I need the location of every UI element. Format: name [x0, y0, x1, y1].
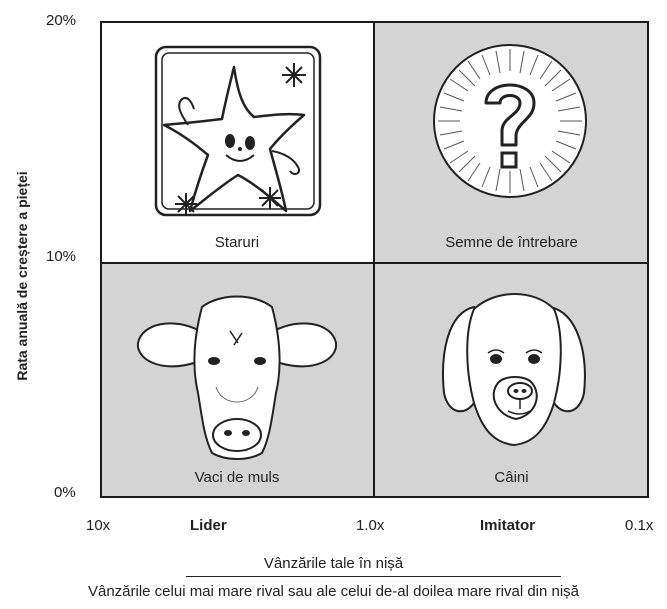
cow-icon — [136, 295, 338, 460]
quadrant-label-question-marks: Semne de întrebare — [445, 234, 578, 251]
question-mark-icon — [433, 44, 587, 198]
quadrant-label-cash-cows: Vaci de muls — [194, 469, 280, 486]
quadrant-label-dogs: Câini — [494, 469, 529, 486]
x-tick-01x: 0.1x — [625, 517, 654, 534]
quadrant-question-marks: Semne de întrebare — [374, 21, 649, 263]
quadrant-stars: Staruri — [100, 21, 374, 263]
y-tick-0: 0% — [54, 484, 76, 501]
x-axis-denominator: Vânzările celui mai mare rival sau ale c… — [87, 583, 580, 600]
y-tick-20: 20% — [46, 12, 77, 29]
x-zone-imitator: Imitator — [480, 517, 536, 534]
vertical-divider — [373, 21, 375, 498]
bcg-matrix: Staruri — [100, 21, 649, 498]
quadrant-dogs: Câini — [374, 263, 649, 498]
x-tick-1x: 1.0x — [356, 517, 385, 534]
fraction-line — [186, 576, 561, 577]
x-zone-lider: Lider — [190, 517, 227, 534]
horizontal-divider — [100, 262, 649, 264]
dog-icon — [442, 293, 586, 447]
quadrant-label-stars: Staruri — [214, 234, 260, 251]
star-icon — [154, 45, 322, 217]
x-tick-10x: 10x — [86, 517, 111, 534]
quadrant-cash-cows: Vaci de muls — [100, 263, 374, 498]
x-axis-numerator: Vânzările tale în nișă — [263, 555, 404, 572]
y-tick-10: 10% — [46, 248, 77, 265]
y-axis-label: Rata anuală de creștere a pieței — [14, 171, 30, 381]
